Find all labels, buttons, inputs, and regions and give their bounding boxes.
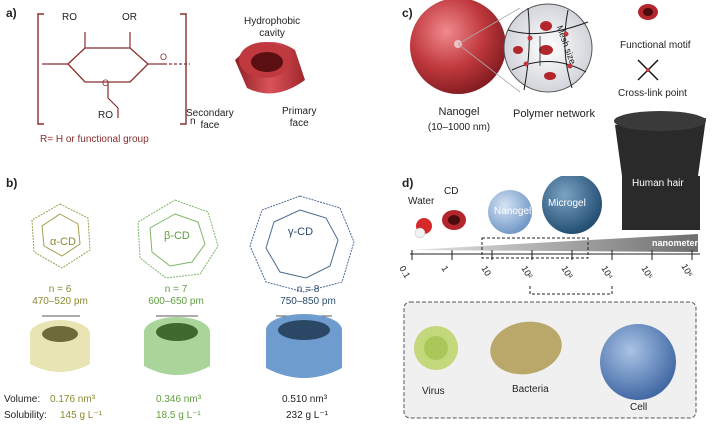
beta-cd-ring (137, 199, 219, 279)
beta-solubility: 18.5 g L⁻¹ (156, 410, 201, 421)
secondary-face-label: Secondary face (186, 108, 234, 131)
panel-label-a: a) (6, 6, 17, 20)
ro-bottom-label: RO (98, 110, 113, 121)
cyclodextrin-cone-icon (235, 42, 305, 94)
gamma-solubility: 232 g L⁻¹ (286, 410, 328, 421)
alpha-size: 470–520 pm (32, 296, 88, 307)
r-definition: R= H or functional group (40, 134, 149, 145)
nanogel-label: Nanogel (438, 106, 480, 118)
panel-label-d: d) (402, 176, 414, 190)
virus-label: Virus (422, 386, 445, 397)
beta-n: n = 7 (164, 284, 188, 295)
crosslink-label: Cross-link point (618, 88, 687, 99)
nanogel-range: (10–1000 nm) (427, 122, 491, 133)
cell-icon (600, 324, 676, 400)
alpha-cylinder (30, 320, 90, 372)
glucose-unit-structure: O O (37, 13, 190, 125)
scale-ticks (411, 250, 693, 260)
beta-volume: 0.346 nm³ (156, 394, 202, 405)
alpha-n: n = 6 (48, 284, 72, 295)
polymer-network-label: Polymer network (513, 108, 595, 120)
primary-face-label: Primary face (282, 106, 317, 129)
nanogel-ball (488, 190, 532, 234)
beta-cd-name: β-CD (164, 230, 190, 242)
beta-cylinder (144, 317, 210, 375)
gamma-cd-ring (249, 195, 355, 293)
alpha-cd-ring (31, 203, 91, 269)
cd-cylinders (30, 314, 342, 378)
size-scale-panel (403, 176, 700, 419)
cd-structures-panel (31, 195, 355, 293)
gamma-size: 750–850 pm (280, 296, 336, 307)
bacteria-icon (490, 321, 562, 375)
or-right-label: OR (122, 12, 137, 23)
panel-label-c: c) (402, 6, 413, 20)
alpha-volume: 0.176 nm³ (50, 394, 96, 405)
microgel-ball-label: Microgel (548, 198, 586, 209)
water-label: Water (408, 196, 435, 207)
bacteria-label: Bacteria (512, 384, 549, 395)
human-hair-label: Human hair (632, 178, 684, 189)
subscript-n: n (190, 116, 196, 127)
cd-label: CD (444, 186, 459, 197)
nanometer-label: nanometer (652, 238, 699, 248)
beta-size: 600–650 pm (148, 296, 204, 307)
nanogel-panel-graphic (410, 0, 706, 176)
human-hair-shape (615, 118, 706, 176)
gamma-cylinder (266, 314, 342, 378)
gamma-cd-name: γ-CD (288, 226, 314, 238)
hydrophobic-cavity-label: Hydrophobic cavity (244, 16, 301, 39)
alpha-solubility: 145 g L⁻¹ (60, 410, 102, 421)
gamma-n: n = 8 (296, 284, 320, 295)
solubility-label: Solubility: (4, 410, 47, 421)
cell-label: Cell (630, 402, 648, 413)
panel-label-b: b) (6, 176, 18, 190)
functional-motif-label: Functional motif (620, 40, 691, 51)
alpha-cd-name: α-CD (50, 236, 76, 248)
volume-label: Volume: (4, 394, 41, 405)
nanogel-ball-label: Nanogel (494, 206, 532, 217)
ro-left-label: RO (62, 12, 77, 23)
gamma-volume: 0.510 nm³ (282, 394, 328, 405)
microgel-ball (542, 176, 602, 234)
ring-oxygen: O (102, 78, 109, 88)
glycosidic-oxygen: O (160, 52, 167, 62)
